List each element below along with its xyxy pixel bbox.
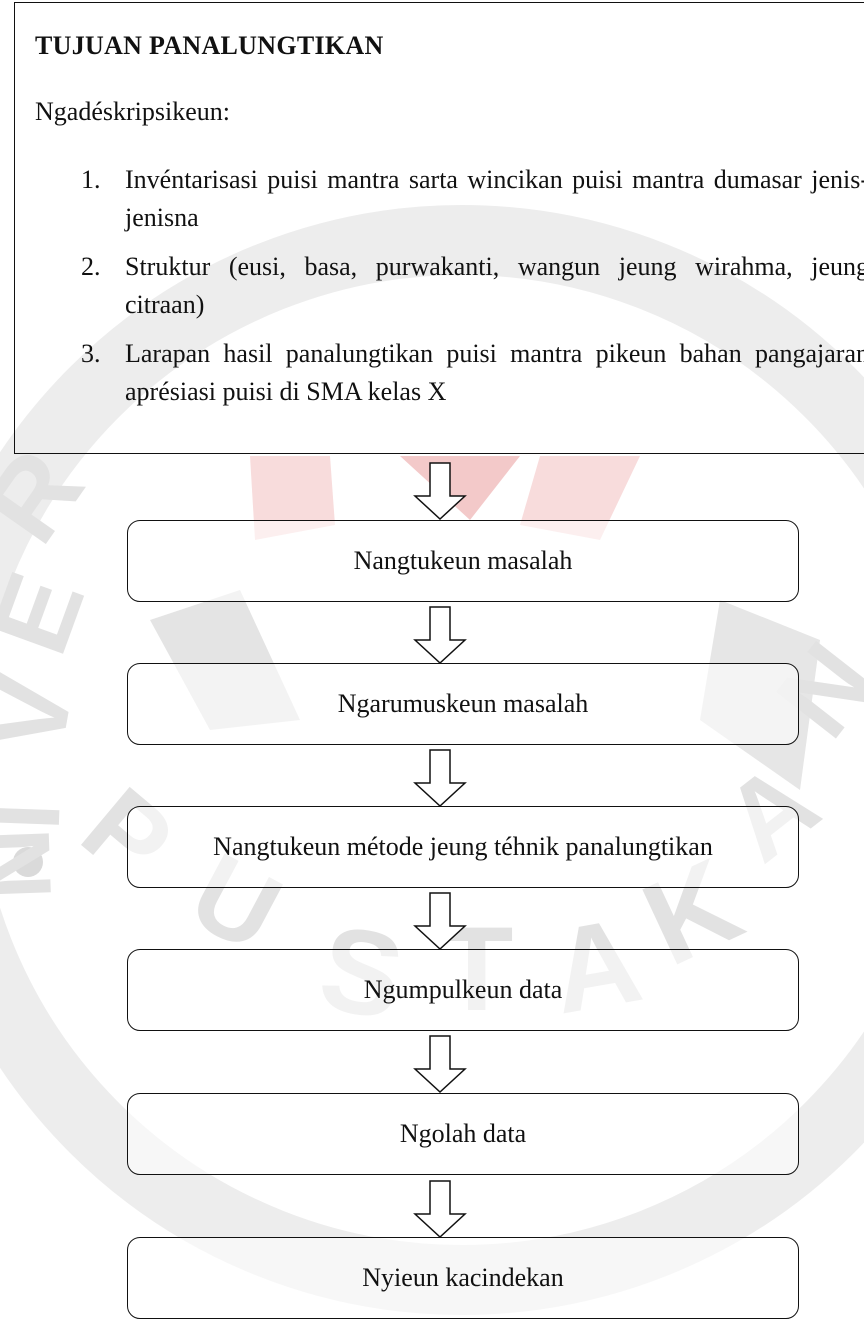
goal-item-number: 1.	[81, 165, 101, 194]
down-arrow-icon	[413, 462, 467, 520]
goal-item: 1. Invéntarisasi puisi mantra sarta winc…	[81, 161, 864, 237]
goal-item-number: 2.	[81, 252, 101, 281]
flow-step-box: Ngolah data	[127, 1093, 799, 1175]
down-arrow-icon	[413, 1035, 467, 1093]
goal-item-text: Larapan hasil panalungtikan puisi mantra…	[125, 339, 864, 406]
flow-step-label: Nangtukeun masalah	[353, 546, 573, 575]
goal-list: 1. Invéntarisasi puisi mantra sarta winc…	[81, 161, 864, 422]
research-goal-box: TUJUAN PANALUNGTIKAN Ngadéskripsikeun: 1…	[14, 2, 864, 454]
goal-item-text: Invéntarisasi puisi mantra sarta wincika…	[125, 165, 864, 232]
flow-step-box: Nangtukeun métode jeung téhnik panalungt…	[127, 806, 799, 888]
seal-dot	[13, 847, 43, 877]
flow-step-label: Ngumpulkeun data	[363, 975, 563, 1004]
flow-step-box: Ngumpulkeun data	[127, 949, 799, 1031]
flow-step-box: Nyieun kacindekan	[127, 1237, 799, 1319]
down-arrow-icon	[413, 606, 467, 664]
seal-top-arc	[250, 456, 335, 540]
flow-step-label: Ngolah data	[399, 1119, 527, 1148]
goal-item-number: 3.	[81, 339, 101, 368]
goal-item: 2. Struktur (eusi, basa, purwakanti, wan…	[81, 248, 864, 324]
flow-step-label: Nyieun kacindekan	[362, 1263, 564, 1292]
down-arrow-icon	[413, 1180, 467, 1238]
seal-letter: I	[0, 800, 82, 832]
flow-step-box: Nangtukeun masalah	[127, 520, 799, 602]
flow-step-label: Ngarumuskeun masalah	[337, 689, 589, 718]
flow-step-label: Nangtukeun métode jeung téhnik panalungt…	[213, 832, 713, 861]
seal-letter: E	[0, 558, 108, 669]
down-arrow-icon	[413, 749, 467, 807]
goal-item: 3. Larapan hasil panalungtikan puisi man…	[81, 335, 864, 411]
goal-title: TUJUAN PANALUNGTIKAN	[35, 31, 384, 60]
goal-intro: Ngadéskripsikeun:	[35, 97, 230, 126]
seal-letter: N	[0, 826, 73, 902]
flow-step-box: Ngarumuskeun masalah	[127, 663, 799, 745]
seal-top-arc	[520, 456, 640, 540]
down-arrow-icon	[413, 892, 467, 950]
goal-item-text: Struktur (eusi, basa, purwakanti, wangun…	[125, 252, 864, 319]
seal-letter: V	[0, 667, 97, 761]
